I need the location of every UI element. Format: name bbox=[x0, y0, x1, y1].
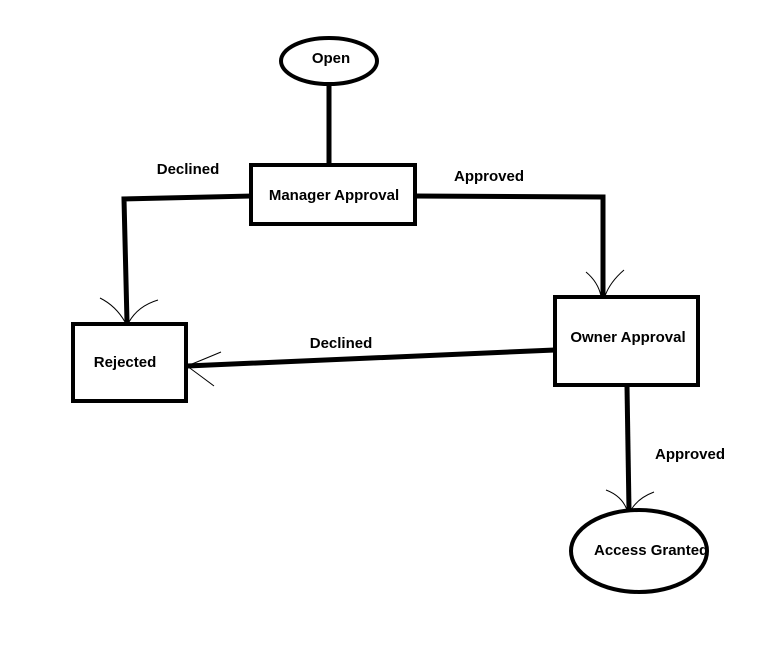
edge-owner-approved bbox=[624, 383, 632, 513]
edge-owner-approved-label: Approved bbox=[655, 446, 725, 463]
node-access-granted-label: Access Granted bbox=[594, 542, 708, 559]
node-open bbox=[279, 36, 379, 86]
node-open-label: Open bbox=[312, 50, 350, 67]
arrowhead-rejected-top-icon bbox=[99, 297, 159, 323]
arrowhead-rejected-right-icon bbox=[186, 351, 222, 387]
node-manager-approval bbox=[249, 163, 417, 226]
edge-manager-declined-label: Declined bbox=[157, 161, 220, 178]
node-rejected bbox=[71, 322, 188, 403]
node-owner-approval-label: Owner Approval bbox=[570, 329, 685, 346]
node-owner-approval bbox=[553, 295, 700, 387]
arrowhead-access-top-icon bbox=[605, 489, 655, 511]
arrowhead-owner-top-icon bbox=[585, 269, 625, 297]
node-access-granted bbox=[569, 508, 709, 594]
node-rejected-label: Rejected bbox=[94, 354, 157, 371]
edge-manager-approved bbox=[411, 193, 606, 299]
edge-owner-declined bbox=[184, 347, 558, 369]
edge-manager-declined bbox=[121, 193, 254, 325]
edge-owner-declined-label: Declined bbox=[310, 335, 373, 352]
edge-manager-approved-label: Approved bbox=[454, 168, 524, 185]
node-manager-approval-label: Manager Approval bbox=[269, 187, 399, 204]
